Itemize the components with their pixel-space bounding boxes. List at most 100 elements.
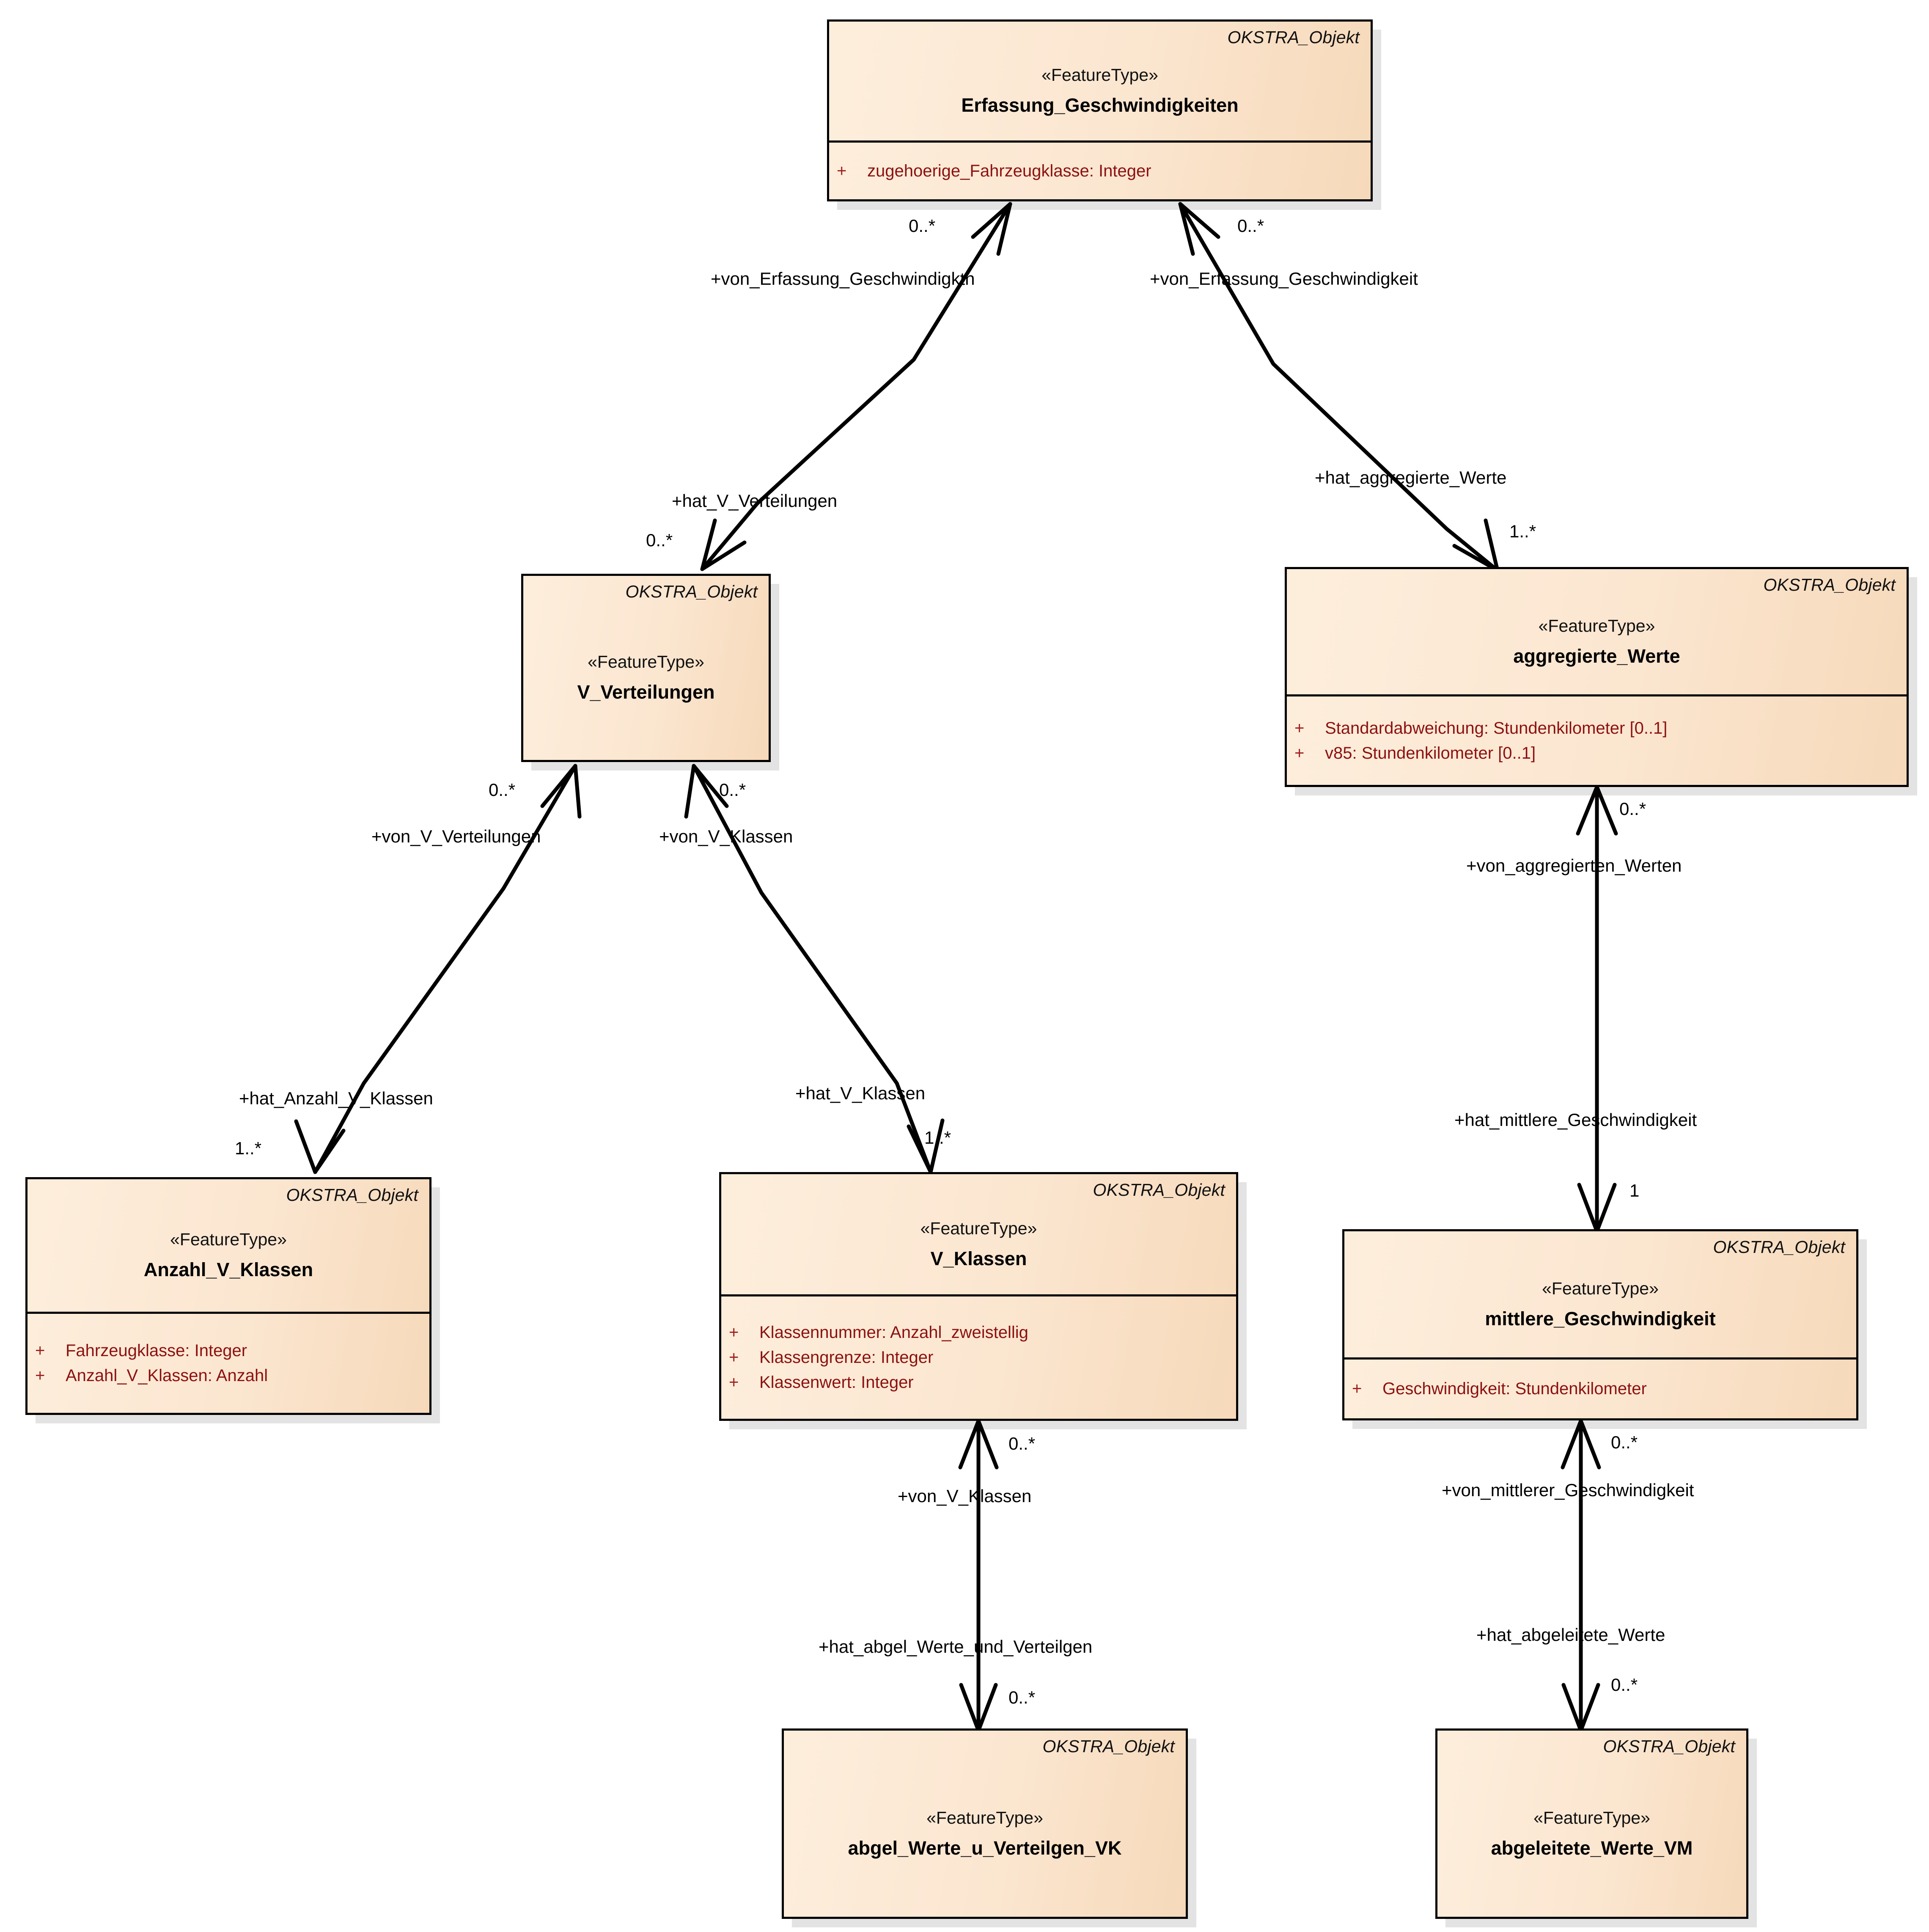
stereotype-label: «FeatureType» bbox=[1538, 616, 1655, 636]
class-box-v-verteilungen[interactable]: OKSTRA_Objekt «FeatureType» V_Verteilung… bbox=[521, 574, 771, 762]
attribute-visibility: + bbox=[729, 1323, 739, 1342]
role-label-a6-source: +von_V_Klassen bbox=[898, 1486, 1032, 1506]
stereotype-label: «FeatureType» bbox=[1533, 1808, 1650, 1827]
attribute-visibility: + bbox=[837, 161, 847, 180]
attribute-signature: Fahrzeugklasse: Integer bbox=[66, 1341, 247, 1360]
role-label-a2-source: +von_Erfassung_Geschwindigkeit bbox=[1150, 269, 1418, 289]
attribute-visibility: + bbox=[1294, 743, 1305, 762]
class-header: OKSTRA_Objekt «FeatureType» Anzahl_V_Kla… bbox=[27, 1179, 429, 1312]
attribute-row: + Klassengrenze: Integer bbox=[729, 1348, 1232, 1367]
class-header: OKSTRA_Objekt «FeatureType» V_Verteilung… bbox=[523, 576, 769, 760]
class-name: abgel_Werte_u_Verteilgen_VK bbox=[848, 1837, 1122, 1859]
attribute-row: + Klassenwert: Integer bbox=[729, 1373, 1232, 1392]
class-box-erfassung-geschwindigkeiten[interactable]: OKSTRA_Objekt «FeatureType» Erfassung_Ge… bbox=[827, 19, 1373, 201]
attribute-row: + Klassennummer: Anzahl_zweistellig bbox=[729, 1323, 1232, 1342]
role-label-a7-target: +hat_abgeleitete_Werte bbox=[1476, 1625, 1665, 1645]
attribute-compartment: + zugehoerige_Fahrzeugklasse: Integer bbox=[829, 140, 1371, 199]
class-box-abgel-werte-u-verteilgen-vk[interactable]: OKSTRA_Objekt «FeatureType» abgel_Werte_… bbox=[782, 1728, 1188, 1919]
attribute-visibility: + bbox=[1294, 718, 1305, 738]
attribute-row: + zugehoerige_Fahrzeugklasse: Integer bbox=[837, 162, 1366, 181]
role-label-a5-target: +hat_mittlere_Geschwindigkeit bbox=[1454, 1110, 1697, 1130]
stereotype-label: «FeatureType» bbox=[926, 1808, 1043, 1827]
supertype-label: OKSTRA_Objekt bbox=[1763, 575, 1896, 594]
role-label-a2-target: +hat_aggregierte_Werte bbox=[1315, 468, 1507, 487]
attribute-signature: Standardabweichung: Stundenkilometer [0.… bbox=[1325, 718, 1668, 738]
attribute-visibility: + bbox=[35, 1341, 45, 1360]
attribute-signature: Klassengrenze: Integer bbox=[759, 1348, 934, 1367]
supertype-label: OKSTRA_Objekt bbox=[1713, 1237, 1845, 1257]
class-box-mittlere-geschwindigkeit[interactable]: OKSTRA_Objekt «FeatureType» mittlere_Ges… bbox=[1342, 1229, 1858, 1420]
attribute-signature: v85: Stundenkilometer [0..1] bbox=[1325, 743, 1536, 762]
multiplicity-a1-target: 0..* bbox=[646, 530, 673, 550]
stereotype-label: «FeatureType» bbox=[920, 1218, 1037, 1238]
attribute-visibility: + bbox=[35, 1366, 45, 1385]
class-name: aggregierte_Werte bbox=[1513, 645, 1680, 667]
attribute-visibility: + bbox=[1352, 1379, 1362, 1398]
stereotype-label: «FeatureType» bbox=[170, 1230, 287, 1249]
attribute-row: + Fahrzeugklasse: Integer bbox=[35, 1341, 425, 1360]
class-box-abgeleitete-werte-vm[interactable]: OKSTRA_Objekt «FeatureType» abgeleitete_… bbox=[1435, 1728, 1748, 1919]
attribute-signature: Geschwindigkeit: Stundenkilometer bbox=[1382, 1379, 1647, 1398]
stereotype-label: «FeatureType» bbox=[1041, 65, 1158, 85]
supertype-label: OKSTRA_Objekt bbox=[1227, 28, 1360, 47]
attribute-signature: Anzahl_V_Klassen: Anzahl bbox=[66, 1366, 268, 1385]
class-name: mittlere_Geschwindigkeit bbox=[1485, 1307, 1716, 1329]
role-label-a1-source: +von_Erfassung_Geschwindigktn bbox=[711, 269, 975, 289]
class-header: OKSTRA_Objekt «FeatureType» V_Klassen bbox=[721, 1174, 1236, 1294]
supertype-label: OKSTRA_Objekt bbox=[1042, 1737, 1175, 1756]
attribute-row: + Anzahl_V_Klassen: Anzahl bbox=[35, 1366, 425, 1385]
multiplicity-a4-target: 1..* bbox=[924, 1128, 951, 1148]
class-box-aggregierte-werte[interactable]: OKSTRA_Objekt «FeatureType» aggregierte_… bbox=[1285, 567, 1909, 787]
stereotype-label: «FeatureType» bbox=[588, 652, 704, 672]
role-label-a1-target: +hat_V_Verteilungen bbox=[672, 491, 838, 511]
class-header: OKSTRA_Objekt «FeatureType» aggregierte_… bbox=[1287, 569, 1907, 694]
attribute-compartment: + Fahrzeugklasse: Integer + Anzahl_V_Kla… bbox=[27, 1312, 429, 1413]
attribute-signature: Klassenwert: Integer bbox=[759, 1373, 914, 1392]
class-name: Erfassung_Geschwindigkeiten bbox=[961, 94, 1239, 116]
class-name: V_Verteilungen bbox=[577, 681, 715, 703]
role-label-a3-target: +hat_Anzahl_V_Klassen bbox=[239, 1088, 433, 1108]
supertype-label: OKSTRA_Objekt bbox=[1603, 1737, 1735, 1756]
role-label-a3-source: +von_V_Verteilungen bbox=[371, 826, 541, 846]
role-label-a4-source: +von_V_Klassen bbox=[659, 826, 793, 846]
attribute-signature: zugehoerige_Fahrzeugklasse: Integer bbox=[867, 161, 1151, 180]
multiplicity-a6-source: 0..* bbox=[1008, 1434, 1036, 1453]
class-name: V_Klassen bbox=[930, 1247, 1027, 1269]
multiplicity-a2-source: 0..* bbox=[1237, 216, 1264, 236]
multiplicity-a5-target: 1 bbox=[1629, 1181, 1640, 1200]
attribute-compartment: + Standardabweichung: Stundenkilometer [… bbox=[1287, 694, 1907, 785]
class-header: OKSTRA_Objekt «FeatureType» abgel_Werte_… bbox=[784, 1731, 1186, 1917]
role-label-a4-target: +hat_V_Klassen bbox=[795, 1083, 926, 1103]
multiplicity-a7-source: 0..* bbox=[1611, 1432, 1638, 1452]
attribute-compartment: + Geschwindigkeit: Stundenkilometer bbox=[1344, 1357, 1856, 1418]
class-box-anzahl-v-klassen[interactable]: OKSTRA_Objekt «FeatureType» Anzahl_V_Kla… bbox=[25, 1177, 431, 1415]
class-name: abgeleitete_Werte_VM bbox=[1491, 1837, 1693, 1859]
supertype-label: OKSTRA_Objekt bbox=[286, 1185, 418, 1205]
attribute-row: + Geschwindigkeit: Stundenkilometer bbox=[1352, 1379, 1852, 1398]
role-label-a5-source: +von_aggregierten_Werten bbox=[1466, 856, 1682, 875]
attribute-row: + Standardabweichung: Stundenkilometer [… bbox=[1294, 719, 1902, 738]
multiplicity-a3-source: 0..* bbox=[489, 780, 516, 800]
attribute-compartment: + Klassennummer: Anzahl_zweistellig + Kl… bbox=[721, 1294, 1236, 1419]
multiplicity-a6-target: 0..* bbox=[1008, 1687, 1036, 1707]
supertype-label: OKSTRA_Objekt bbox=[1093, 1180, 1225, 1200]
class-header: OKSTRA_Objekt «FeatureType» abgeleitete_… bbox=[1437, 1731, 1746, 1917]
class-header: OKSTRA_Objekt «FeatureType» Erfassung_Ge… bbox=[829, 22, 1371, 140]
class-name: Anzahl_V_Klassen bbox=[143, 1259, 313, 1280]
class-header: OKSTRA_Objekt «FeatureType» mittlere_Ges… bbox=[1344, 1231, 1856, 1357]
role-label-a7-source: +von_mittlerer_Geschwindigkeit bbox=[1442, 1480, 1694, 1500]
supertype-label: OKSTRA_Objekt bbox=[625, 582, 758, 601]
multiplicity-a7-target: 0..* bbox=[1611, 1675, 1638, 1695]
multiplicity-a4-source: 0..* bbox=[719, 780, 746, 800]
attribute-visibility: + bbox=[729, 1348, 739, 1367]
multiplicity-a1-source: 0..* bbox=[909, 216, 936, 236]
multiplicity-a2-target: 1..* bbox=[1509, 521, 1536, 541]
class-box-v-klassen[interactable]: OKSTRA_Objekt «FeatureType» V_Klassen + … bbox=[719, 1172, 1238, 1421]
role-label-a6-target: +hat_abgel_Werte_und_Verteilgen bbox=[819, 1637, 1093, 1657]
attribute-visibility: + bbox=[729, 1373, 739, 1392]
stereotype-label: «FeatureType» bbox=[1542, 1278, 1659, 1298]
attribute-signature: Klassennummer: Anzahl_zweistellig bbox=[759, 1323, 1028, 1342]
multiplicity-a3-target: 1..* bbox=[235, 1138, 262, 1158]
attribute-row: + v85: Stundenkilometer [0..1] bbox=[1294, 744, 1902, 763]
